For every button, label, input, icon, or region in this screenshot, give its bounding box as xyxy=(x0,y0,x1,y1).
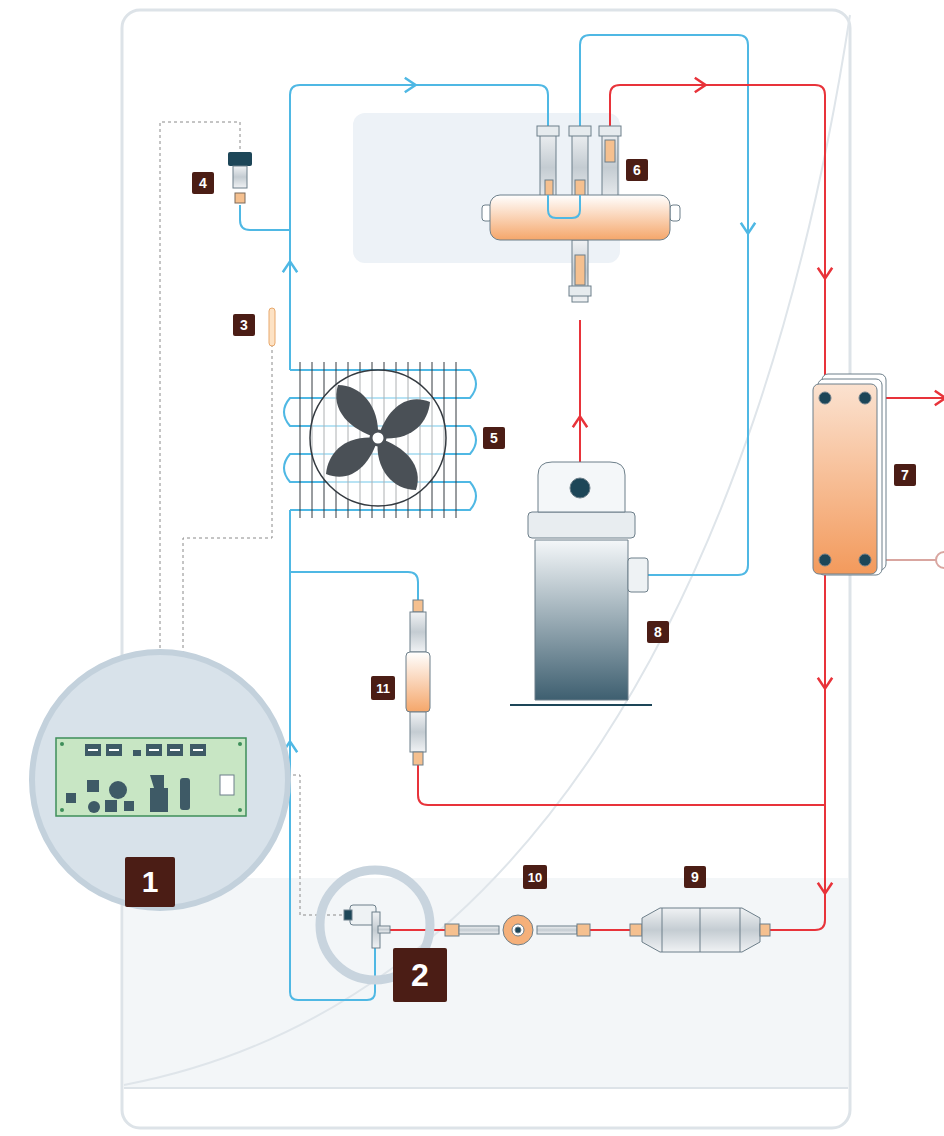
callout-number: 11 xyxy=(371,676,395,700)
callout-number: 2 xyxy=(393,948,447,1002)
callout-number: 6 xyxy=(626,159,648,181)
callout-number: 1 xyxy=(125,857,175,907)
condenser-coil xyxy=(284,370,476,510)
callout-number: 7 xyxy=(894,464,916,486)
callout-number: 10 xyxy=(523,865,547,889)
callout-number: 9 xyxy=(684,866,706,888)
callout-number: 4 xyxy=(192,172,214,194)
callout-number: 5 xyxy=(483,427,505,449)
callout-number: 3 xyxy=(233,314,255,336)
callout-number: 8 xyxy=(647,621,669,643)
